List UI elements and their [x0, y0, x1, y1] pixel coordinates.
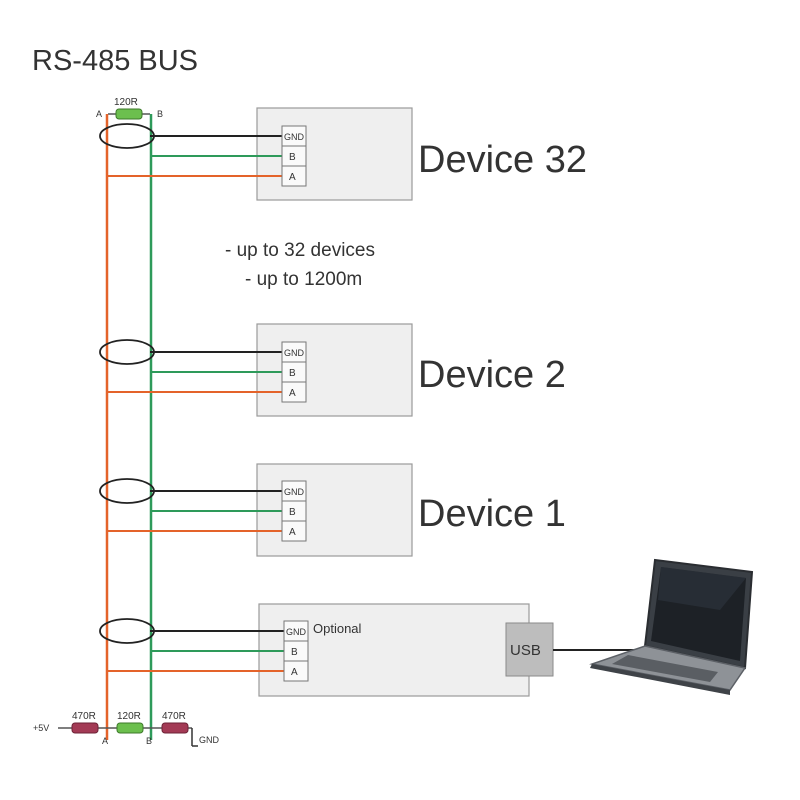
- terminal-a: A: [291, 667, 298, 678]
- terminal-b: B: [289, 507, 296, 518]
- top-label-b: B: [157, 109, 163, 119]
- bottom-label-a: A: [102, 736, 108, 746]
- resistor-470r-pulldown: [161, 722, 189, 734]
- note-devices: - up to 32 devices: [225, 240, 375, 261]
- terminal-a: A: [289, 527, 296, 538]
- terminal-gnd: GND: [286, 627, 307, 637]
- top-label-a: A: [96, 109, 102, 119]
- device-1: GND B A Device 1: [99, 463, 566, 557]
- device-32-box: [256, 107, 413, 201]
- terminal-gnd: GND: [284, 348, 305, 358]
- terminal-b: B: [291, 647, 298, 658]
- r3-label: 470R: [162, 711, 186, 722]
- resistor-120r-termination: [116, 722, 144, 734]
- top-resistor-label: 120R: [114, 97, 138, 108]
- laptop-icon: [589, 558, 754, 695]
- r1-label: 470R: [72, 711, 96, 722]
- device-2-name: Device 2: [418, 354, 566, 396]
- r2-label: 120R: [117, 711, 141, 722]
- usb-label: USB: [510, 642, 541, 659]
- diagram-title: RS-485 BUS: [32, 45, 198, 77]
- terminal-gnd: GND: [284, 487, 305, 497]
- bottom-label-b: B: [146, 736, 152, 746]
- terminal-b: B: [289, 368, 296, 379]
- device-32: GND B A Device 32: [99, 107, 587, 201]
- terminal-b: B: [289, 152, 296, 163]
- device-32-name: Device 32: [418, 139, 587, 181]
- device-2: GND B A Device 2: [99, 323, 566, 417]
- note-distance: - up to 1200m: [245, 269, 362, 290]
- terminal-a: A: [289, 388, 296, 399]
- terminal-a: A: [289, 172, 296, 183]
- device-1-name: Device 1: [418, 493, 566, 535]
- device-2-box: [256, 323, 413, 417]
- optional-label: Optional: [313, 621, 362, 636]
- optional-converter: GND B A Optional USB: [99, 603, 640, 697]
- vcc-label: +5V: [33, 723, 49, 733]
- resistor-470r-pullup: [71, 722, 99, 734]
- usb-port: [505, 622, 554, 677]
- gnd-label: GND: [199, 735, 220, 745]
- bias-network: +5V 470R 120R 470R A B GND: [33, 711, 220, 747]
- top-resistor-120r: [115, 108, 143, 120]
- terminal-gnd: GND: [284, 132, 305, 142]
